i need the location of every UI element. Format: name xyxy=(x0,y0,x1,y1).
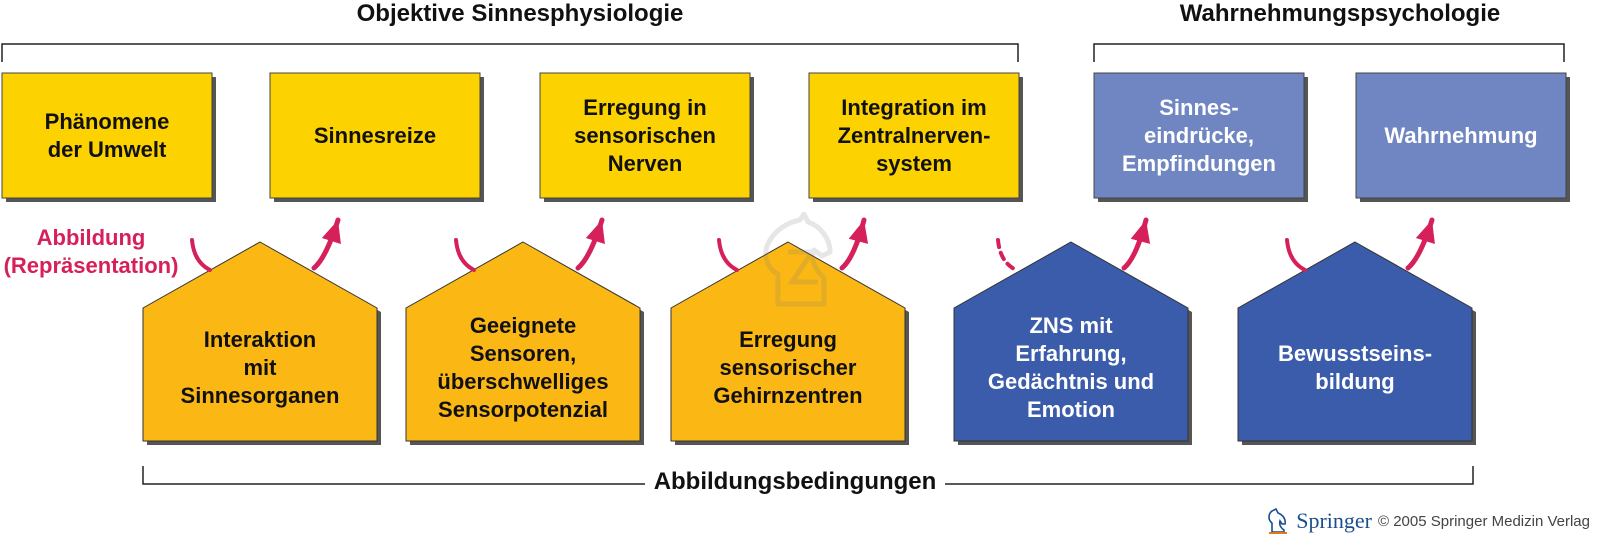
pentagon-label-line: überschwelliges xyxy=(437,368,609,394)
top-box xyxy=(1,72,213,199)
pentagon-label-line: mit xyxy=(243,354,277,380)
top-box-label-line: Nerven xyxy=(607,150,683,176)
top-box-label-line: Sinnesreize xyxy=(313,122,437,148)
side-label-abbildung: Abbildung (Repräsentation) xyxy=(0,224,182,280)
top-box-label-line: Sinnes- xyxy=(1159,94,1239,120)
footer: Springer © 2005 Springer Medizin Verlag xyxy=(1266,508,1590,534)
header-wahrnehmung: Wahrnehmungspsychologie xyxy=(1179,0,1501,27)
abbildung-arrowhead xyxy=(1130,220,1151,244)
pentagon xyxy=(670,241,906,442)
top-box xyxy=(1355,72,1567,199)
top-box-label: Sinnes-eindrücke,Empfindungen xyxy=(1094,73,1304,198)
pentagon-label-line: Geeignete xyxy=(469,312,577,338)
top-box xyxy=(269,72,481,199)
top-box-label: Sinnesreize xyxy=(270,73,480,198)
top-box xyxy=(808,72,1020,199)
pentagon xyxy=(953,241,1189,442)
copyright-notice: © 2005 Springer Medizin Verlag xyxy=(1377,512,1590,530)
top-box-label-line: system xyxy=(876,150,952,176)
top-box-label-line: der Umwelt xyxy=(47,136,167,162)
pentagon-label-line: Sinnesorganen xyxy=(180,382,340,408)
top-box-label-line: Empfindungen xyxy=(1122,150,1276,176)
pentagon-label: Bewusstseins-bildung xyxy=(1238,296,1472,439)
top-box xyxy=(539,72,751,199)
abbildung-arc xyxy=(1285,238,1307,272)
pentagon-label-line: Erregung xyxy=(739,326,837,352)
abbildung-arrowhead xyxy=(321,220,341,244)
abbildung-arrowhead xyxy=(848,220,869,244)
side-label-line-2: (Repräsentation) xyxy=(3,253,179,278)
pentagon-label-line: Gehirnzentren xyxy=(713,382,863,408)
pentagon xyxy=(142,241,378,442)
top-box-label: Wahrnehmung xyxy=(1356,73,1566,198)
top-box xyxy=(1093,72,1305,199)
top-box-label-line: eindrücke, xyxy=(1143,122,1255,148)
abbildung-arc xyxy=(996,238,1018,272)
abbildung-arc xyxy=(717,238,739,272)
pentagon-label-line: Erfahrung, xyxy=(1015,340,1127,366)
pentagon-label-line: Sensoren, xyxy=(469,340,577,366)
pentagon-label-line: ZNS mit xyxy=(1029,312,1113,338)
abbildung-arrowhead xyxy=(1415,220,1435,244)
pentagon xyxy=(405,241,641,442)
springer-horse-icon xyxy=(1268,508,1288,534)
top-box-label-line: Erregung in xyxy=(583,94,707,120)
pentagon-label-line: Gedächtnis und xyxy=(987,368,1155,394)
springer-brand: Springer xyxy=(1296,508,1372,533)
watermark-horse-icon xyxy=(763,212,833,307)
header-abbildungsbedingungen: Abbildungsbedingungen xyxy=(645,468,945,496)
pentagon-label-line: Sensorpotenzial xyxy=(438,396,608,422)
abbildung-arc xyxy=(454,238,476,272)
pentagon xyxy=(1237,241,1473,442)
top-box-label-line: Integration im xyxy=(841,94,987,120)
bracket-wahrnehmung xyxy=(1093,43,1565,62)
pentagon-label-line: sensorischer xyxy=(719,354,857,380)
bracket-objektive xyxy=(1,43,1019,62)
pentagon-label-line: Emotion xyxy=(1027,396,1115,422)
abbildung-arc xyxy=(190,238,212,272)
top-box-label-line: Zentralnerven- xyxy=(837,122,991,148)
abbildung-arrowhead xyxy=(585,220,605,244)
top-box-label-line: Wahrnehmung xyxy=(1384,122,1538,148)
top-box-label-line: Phänomene xyxy=(44,108,170,134)
pentagon-label-line: Interaktion xyxy=(203,326,317,352)
pentagon-label-line: bildung xyxy=(1315,368,1395,394)
pentagon-label-line: Bewusstseins- xyxy=(1277,340,1433,366)
side-label-line-1: Abbildung xyxy=(36,225,146,250)
top-box-label-line: sensorischen xyxy=(574,122,716,148)
header-objektive: Objektive Sinnesphysiologie xyxy=(356,0,684,27)
